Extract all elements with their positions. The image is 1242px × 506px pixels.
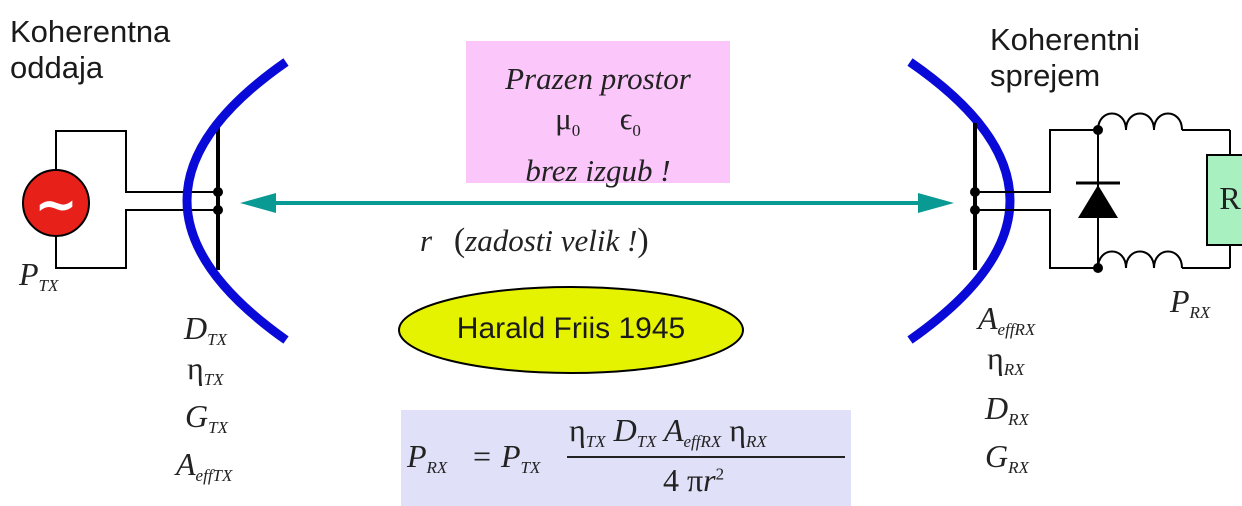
rx-param-effective-area: AeffRX xyxy=(978,300,1036,339)
tx-reflector-arc xyxy=(182,58,289,344)
formula-fraction-bar xyxy=(567,456,845,458)
rx-dipole xyxy=(970,123,980,270)
rx-reflector-arc xyxy=(907,58,1015,344)
tx-param-effective-area: AeffTX xyxy=(176,446,233,485)
tx-dipole xyxy=(213,123,223,270)
rx-param-directivity: DRX xyxy=(985,390,1029,429)
credit-ellipse xyxy=(398,286,744,374)
friis-formula: PRX = PTX ηTX DTX AeffRX ηRX 4 πr2 xyxy=(401,410,851,506)
formula-numerator: ηTX DTX AeffRX ηRX xyxy=(569,412,767,451)
rx-param-efficiency: ηRX xyxy=(987,340,1025,379)
rx-power-label: PRX xyxy=(1170,283,1211,322)
rx-diode xyxy=(1076,181,1120,218)
rx-heading-line2: sprejem xyxy=(990,58,1101,93)
medium-constants: μ0 ϵ0 xyxy=(555,101,641,141)
tx-heading-line1: Koherentna xyxy=(10,14,171,49)
tx-power-label: PTX xyxy=(19,256,59,295)
signal-source: ~ xyxy=(22,169,90,237)
tx-param-directivity: DTX xyxy=(184,310,227,349)
distance-arrow xyxy=(240,193,954,213)
rx-inductor-bottom xyxy=(1097,250,1183,269)
formula-denominator: 4 πr2 xyxy=(663,462,725,498)
rx-heading: Koherentni sprejem xyxy=(990,22,1140,94)
tx-param-gain: GTX xyxy=(185,398,228,437)
distance-label: r (zadosti velik !) xyxy=(420,222,649,259)
rx-load-label: R xyxy=(1219,180,1241,216)
rx-heading-line1: Koherentni xyxy=(990,22,1140,57)
tx-param-efficiency: ηTX xyxy=(187,350,224,389)
formula-equals: = xyxy=(473,438,492,474)
tx-feed-wires xyxy=(55,130,218,269)
medium-line1: Prazen prostor xyxy=(505,61,691,96)
rx-param-gain: GRX xyxy=(985,438,1029,477)
tx-heading-line2: oddaja xyxy=(10,50,104,85)
medium-line3: brez izgub ! xyxy=(525,153,671,189)
formula-rhs: PTX xyxy=(501,438,541,477)
formula-lhs: PRX xyxy=(407,438,448,477)
rx-inductor-top xyxy=(1097,112,1183,131)
rx-junction-top xyxy=(1093,125,1103,135)
medium-box: Prazen prostor μ0 ϵ0 brez izgub ! xyxy=(466,41,730,188)
rx-junction-bottom xyxy=(1093,263,1103,273)
tx-heading: Koherentna oddaja xyxy=(10,14,170,86)
credit-text: Harald Friis 1945 xyxy=(456,312,686,345)
tilde-icon: ~ xyxy=(34,175,78,235)
rx-load-resistor xyxy=(1206,154,1242,246)
